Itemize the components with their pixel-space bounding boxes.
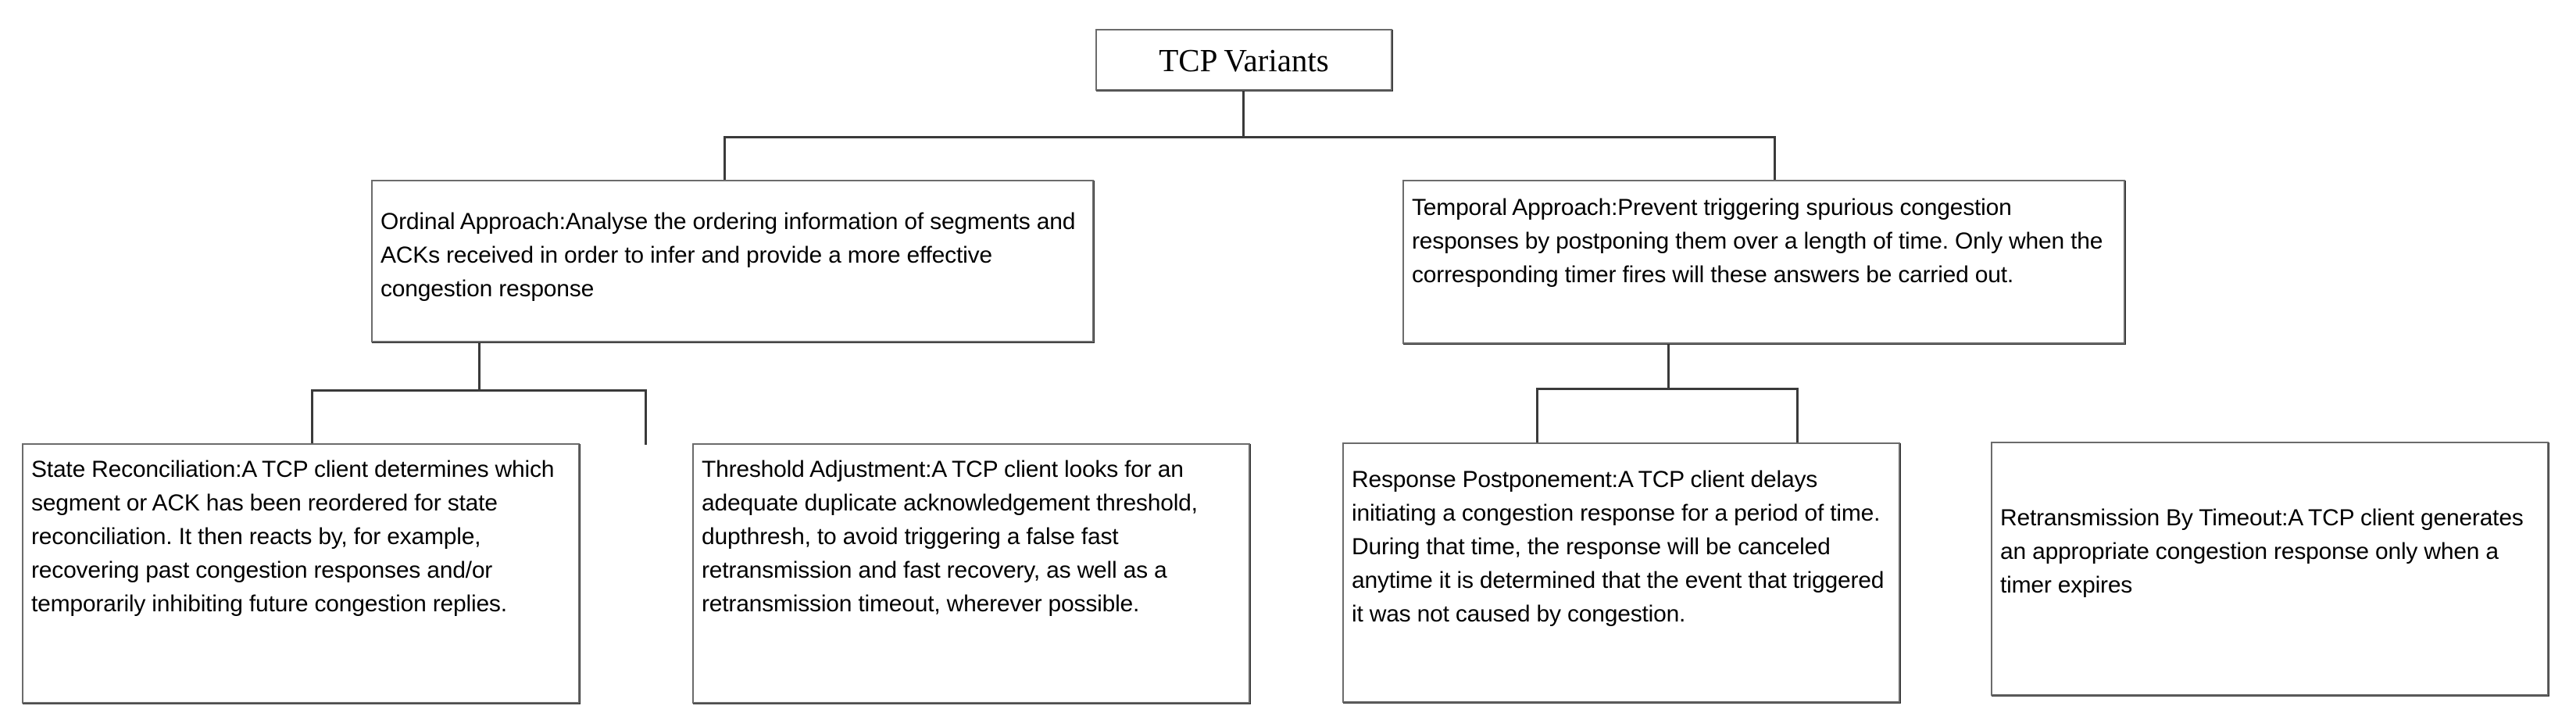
node-temporal-approach[interactable]: Temporal Approach:Prevent triggering spu… (1402, 180, 2125, 344)
edge-temporal-to-retransmission (1796, 388, 1799, 443)
edge-ordinal-bar (311, 389, 647, 392)
node-tcp-variants[interactable]: TCP Variants (1095, 29, 1392, 91)
edge-root-to-temporal (1774, 136, 1776, 181)
edge-ordinal-to-state (311, 389, 313, 445)
node-temporal-approach-label: Temporal Approach:Prevent triggering spu… (1412, 195, 2110, 288)
node-threshold-adjustment[interactable]: Threshold Adjustment:A TCP client looks … (692, 443, 1250, 704)
edge-ordinal-to-threshold (645, 389, 647, 445)
node-retransmission-by-timeout-label: Retransmission By Timeout:A TCP client g… (2000, 505, 2530, 598)
edge-root-bar (723, 136, 1776, 138)
node-threshold-adjustment-label: Threshold Adjustment:A TCP client looks … (702, 457, 1204, 617)
edge-temporal-stem (1667, 344, 1670, 389)
edge-ordinal-stem (478, 342, 481, 391)
node-state-reconciliation[interactable]: State Reconciliation:A TCP client determ… (22, 443, 580, 704)
edge-root-to-ordinal (723, 136, 726, 181)
edge-temporal-to-response (1536, 388, 1538, 444)
node-state-reconciliation-label: State Reconciliation:A TCP client determ… (31, 457, 561, 617)
node-response-postponement[interactable]: Response Postponement:A TCP client delay… (1342, 442, 1900, 703)
node-response-postponement-label: Response Postponement:A TCP client delay… (1352, 467, 1891, 627)
node-tcp-variants-label: TCP Variants (1159, 42, 1329, 78)
edge-root-stem (1242, 91, 1245, 138)
node-ordinal-approach-label: Ordinal Approach:Analyse the ordering in… (381, 209, 1081, 302)
node-retransmission-by-timeout[interactable]: Retransmission By Timeout:A TCP client g… (1991, 442, 2549, 696)
node-ordinal-approach[interactable]: Ordinal Approach:Analyse the ordering in… (371, 180, 1094, 342)
edge-temporal-bar (1536, 388, 1799, 390)
